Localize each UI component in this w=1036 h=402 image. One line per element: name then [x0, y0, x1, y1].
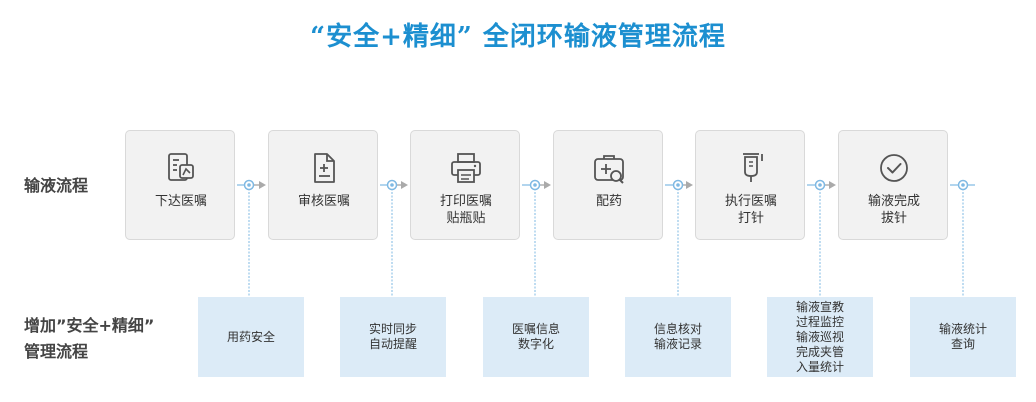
arrow-head: [829, 181, 836, 189]
check-circle-icon: [880, 154, 908, 182]
step-issue-order: 下达医嘱: [125, 130, 235, 240]
row-label-added-line2: 管理流程: [24, 342, 89, 361]
step-print-order: 打印医嘱 贴瓶贴: [410, 130, 520, 240]
connector-node-dot: [533, 183, 537, 187]
note-drug-safety: 用药安全: [198, 297, 304, 377]
note-monitoring: 输液宣教 过程监控 输液巡视 完成夹管 入量统计: [767, 297, 873, 377]
row-label-added: 增加”安全+精细” 管理流程: [24, 313, 154, 365]
arrow-head: [686, 181, 693, 189]
step-dispense: 配药: [553, 130, 663, 240]
note-digital-order: 医嘱信息 数字化: [483, 297, 589, 377]
file-plus-icon: [314, 153, 335, 183]
connector-node-dot: [961, 183, 965, 187]
step-execute-order: 执行医嘱 打针: [695, 130, 805, 240]
step-complete: 输液完成 拔针: [838, 130, 948, 240]
note-realtime-sync: 实时同步 自动提醒: [340, 297, 446, 377]
step-label: 下达医嘱: [154, 194, 207, 209]
printer-icon: [451, 153, 481, 183]
note-statistics: 输液统计 查询: [910, 297, 1016, 377]
step-label: 执行医嘱 打针: [724, 194, 777, 226]
page-title: “安全+精细” 全闭环输液管理流程: [310, 22, 726, 52]
connector-node-dot: [676, 183, 680, 187]
infusion-bag-icon: [743, 153, 763, 182]
step-label: 审核医嘱: [297, 194, 350, 209]
step-label: 输液完成 拔针: [867, 194, 920, 226]
arrow-head: [401, 181, 408, 189]
connector-node-dot: [247, 183, 251, 187]
medical-kit-search-icon: [594, 155, 624, 184]
row-label-added-line1: 增加”安全+精细”: [24, 316, 155, 335]
row-label-infusion: 输液流程: [24, 176, 89, 195]
note-info-check: 信息核对 输液记录: [625, 297, 731, 377]
step-review-order: 审核医嘱: [268, 130, 378, 240]
document-edit-icon: [168, 153, 194, 181]
step-label: 配药: [595, 194, 622, 209]
arrow-head: [544, 181, 551, 189]
step-label: 打印医嘱 贴瓶贴: [439, 194, 492, 226]
connector-node-dot: [390, 183, 394, 187]
arrow-head: [259, 181, 266, 189]
connector-node-dot: [818, 183, 822, 187]
